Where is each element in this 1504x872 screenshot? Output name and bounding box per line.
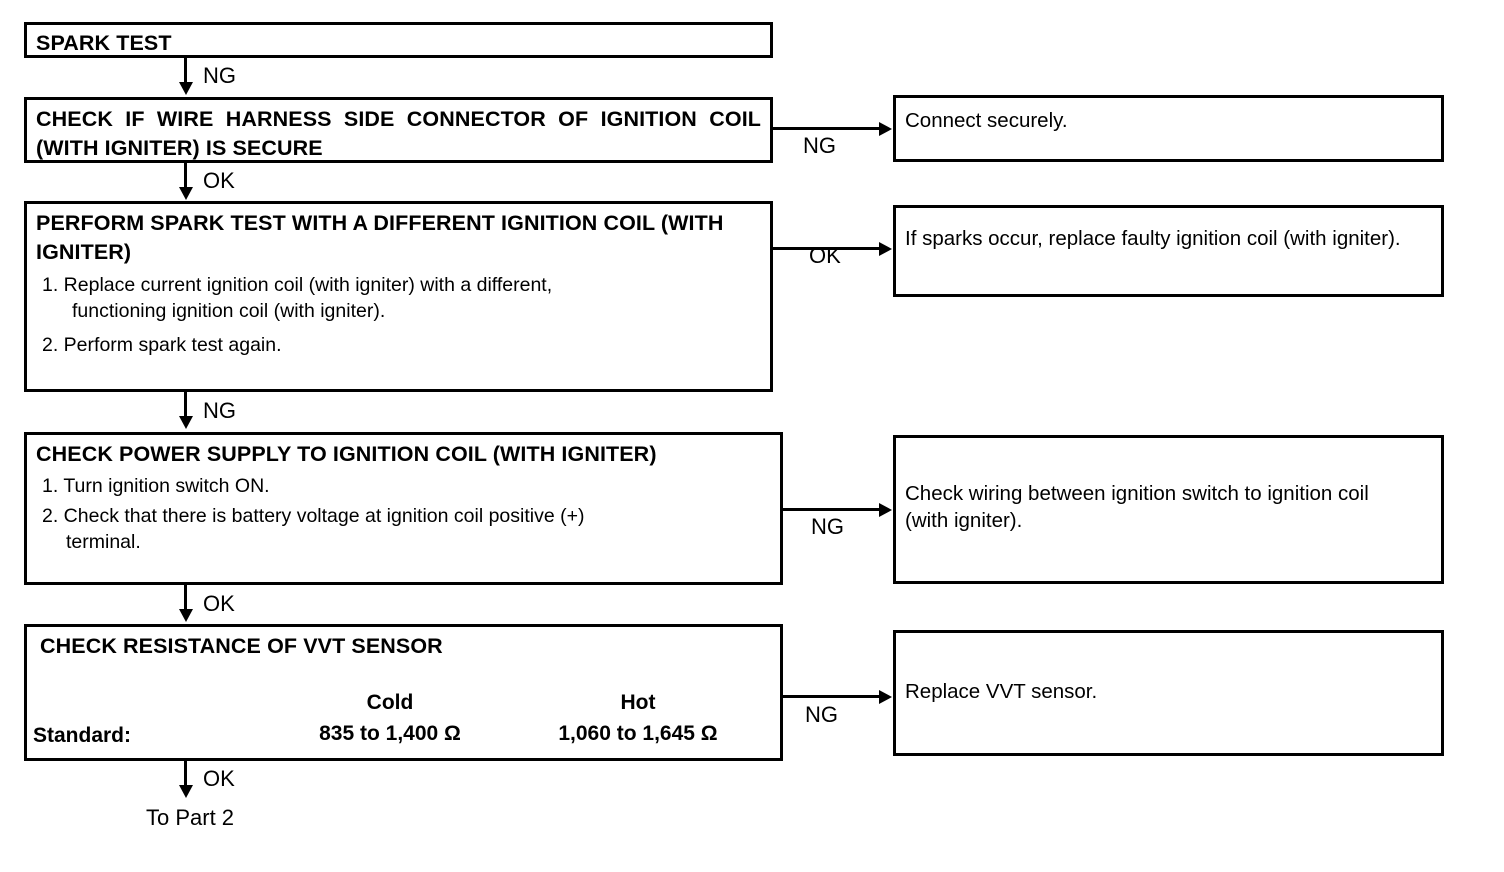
edge-label-connector-to-connect: NG bbox=[803, 133, 836, 158]
edge-line-perform-to-replace-coil bbox=[773, 247, 881, 250]
node-check-power-supply-step-1: 1. Turn ignition switch ON. bbox=[42, 475, 270, 497]
node-check-power-supply-title: CHECK POWER SUPPLY TO IGNITION COIL (WIT… bbox=[36, 442, 657, 466]
vvt-hot-header: Hot bbox=[620, 691, 656, 714]
node-perform-spark-test[interactable]: PERFORM SPARK TEST WITH A DIFFERENT IGNI… bbox=[24, 201, 773, 392]
vvt-standard-label: Standard: bbox=[33, 724, 132, 747]
edge-label-connector-to-perform: OK bbox=[203, 168, 235, 193]
node-replace-vvt-sensor[interactable]: Replace VVT sensor. bbox=[893, 630, 1444, 756]
node-check-connector[interactable]: CHECK IF WIRE HARNESS SIDE CONNECTOR OF … bbox=[24, 97, 773, 163]
node-perform-spark-test-title: PERFORM SPARK TEST WITH A DIFFERENT IGNI… bbox=[36, 211, 724, 264]
edge-line-connector-to-perform bbox=[184, 163, 187, 189]
edge-label-perform-to-replace-coil: OK bbox=[809, 243, 841, 268]
vvt-hot-value: 1,060 to 1,645 Ω bbox=[558, 722, 718, 745]
node-replace-faulty-coil[interactable]: If sparks occur, replace faulty ignition… bbox=[893, 205, 1444, 297]
node-check-vvt-resistance[interactable]: CHECK RESISTANCE OF VVT SENSOR Standard:… bbox=[24, 624, 783, 761]
edge-arrowhead-perform-to-power bbox=[178, 416, 193, 429]
node-perform-spark-test-step-2: 2. Perform spark test again. bbox=[42, 334, 282, 356]
node-spark-test-title: SPARK TEST bbox=[36, 31, 172, 55]
vvt-cold-column: Cold 835 to 1,400 Ω bbox=[275, 687, 505, 749]
node-check-wiring-text: Check wiring between ignition switch to … bbox=[905, 482, 1369, 532]
edge-arrowhead-perform-to-replace-coil bbox=[879, 241, 892, 256]
edge-arrowhead-power-to-wiring bbox=[879, 502, 892, 517]
node-replace-faulty-coil-text: If sparks occur, replace faulty ignition… bbox=[905, 227, 1401, 250]
edge-line-power-to-vvt bbox=[184, 585, 187, 611]
edge-arrowhead-vvt-to-part2 bbox=[178, 785, 193, 798]
edge-line-power-to-wiring bbox=[783, 508, 881, 511]
edge-label-power-to-vvt: OK bbox=[203, 591, 235, 616]
edge-label-perform-to-power: NG bbox=[203, 398, 236, 423]
edge-line-vvt-to-replace-sensor bbox=[783, 695, 881, 698]
edge-arrowhead-spark-to-connector bbox=[178, 82, 193, 95]
node-perform-spark-test-step-1: 1. Replace current ignition coil (with i… bbox=[42, 274, 553, 296]
edge-line-perform-to-power bbox=[184, 392, 187, 418]
node-check-vvt-resistance-title: CHECK RESISTANCE OF VVT SENSOR bbox=[40, 634, 443, 658]
node-check-connector-title: CHECK IF WIRE HARNESS SIDE CONNECTOR OF … bbox=[36, 107, 761, 160]
edge-label-power-to-wiring: NG bbox=[811, 514, 844, 539]
vvt-cold-value: 835 to 1,400 Ω bbox=[319, 722, 461, 745]
edge-arrowhead-power-to-vvt bbox=[178, 609, 193, 622]
edge-line-connector-to-connect bbox=[773, 127, 881, 130]
node-perform-spark-test-step-1-cont: functioning ignition coil (with igniter)… bbox=[72, 300, 386, 322]
terminal-to-part-2[interactable]: To Part 2 bbox=[146, 805, 235, 830]
node-replace-vvt-sensor-text: Replace VVT sensor. bbox=[905, 680, 1098, 703]
node-connect-securely[interactable]: Connect securely. bbox=[893, 95, 1444, 162]
edge-arrowhead-connector-to-perform bbox=[178, 187, 193, 200]
node-check-power-supply-step-2: 2. Check that there is battery voltage a… bbox=[42, 505, 585, 527]
edge-line-vvt-to-part2 bbox=[184, 761, 187, 787]
edge-arrowhead-vvt-to-replace-sensor bbox=[879, 689, 892, 704]
edge-label-spark-to-connector: NG bbox=[203, 63, 236, 88]
vvt-cold-header: Cold bbox=[366, 691, 414, 714]
edge-label-vvt-to-replace-sensor: NG bbox=[805, 702, 838, 727]
edge-arrowhead-connector-to-connect bbox=[879, 121, 892, 136]
node-spark-test[interactable]: SPARK TEST bbox=[24, 22, 773, 58]
node-check-wiring[interactable]: Check wiring between ignition switch to … bbox=[893, 435, 1444, 584]
edge-label-vvt-to-part2: OK bbox=[203, 766, 235, 791]
node-check-power-supply[interactable]: CHECK POWER SUPPLY TO IGNITION COIL (WIT… bbox=[24, 432, 783, 585]
node-check-power-supply-step-2-cont: terminal. bbox=[66, 531, 141, 553]
vvt-hot-column: Hot 1,060 to 1,645 Ω bbox=[505, 687, 771, 749]
edge-line-spark-to-connector bbox=[184, 58, 187, 84]
node-connect-securely-text: Connect securely. bbox=[905, 109, 1068, 132]
